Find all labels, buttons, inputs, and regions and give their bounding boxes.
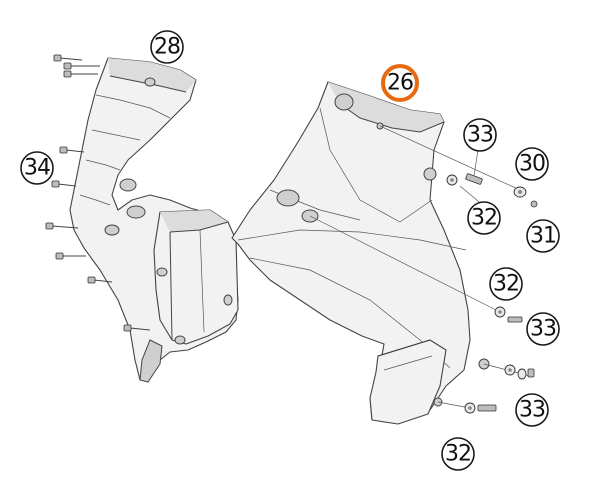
callout-33-middle-label: 33	[530, 317, 556, 342]
callout-31: 31	[526, 219, 560, 253]
callout-30: 30	[515, 147, 549, 181]
callout-30-label: 30	[519, 152, 545, 177]
screw-icon	[465, 173, 483, 185]
callout-32-bottom-label: 32	[445, 442, 471, 467]
screw-icon	[59, 146, 85, 154]
nut-icon	[513, 186, 527, 198]
callout-28: 28	[150, 30, 184, 64]
screw-icon	[55, 252, 86, 260]
callout-32-middle: 32	[489, 267, 523, 301]
right-outer-panel	[231, 81, 490, 425]
callout-31-label: 31	[530, 224, 556, 249]
screw-icon	[51, 180, 77, 188]
screw-icon	[45, 222, 79, 230]
callout-32-top: 32	[467, 201, 501, 235]
callout-33-bottom-label: 33	[519, 398, 545, 423]
screw-icon	[53, 54, 83, 62]
screw-icon	[87, 276, 113, 284]
screw-icon	[123, 324, 151, 332]
washer-icon	[464, 402, 476, 414]
callout-32-top-label: 32	[471, 206, 497, 231]
washer-icon	[517, 368, 527, 380]
callout-33-top-label: 33	[467, 123, 493, 148]
left-assembly-screws	[45, 54, 151, 332]
callout-33-middle: 33	[526, 312, 560, 346]
callout-33-bottom: 33	[515, 393, 549, 427]
washer-icon	[446, 174, 458, 186]
callout-32-bottom: 32	[441, 437, 475, 471]
screw-icon	[63, 62, 100, 70]
callout-34: 34	[20, 151, 54, 185]
callout-28-label: 28	[154, 35, 180, 60]
callout-26-label: 26	[387, 71, 413, 96]
right-hardware	[309, 125, 538, 414]
callout-32-middle-label: 32	[493, 272, 519, 297]
screw-icon	[477, 404, 497, 412]
callout-33-top: 33	[463, 118, 497, 152]
screw-icon	[63, 70, 98, 78]
screw-icon	[527, 368, 535, 378]
left-inner-panel	[69, 57, 239, 383]
callout-26-highlighted: 26	[381, 64, 419, 102]
washer-icon	[504, 364, 516, 376]
callout-34-label: 34	[24, 156, 50, 181]
clip-icon	[530, 200, 538, 208]
screw-icon	[507, 316, 523, 323]
washer-icon	[494, 306, 506, 318]
